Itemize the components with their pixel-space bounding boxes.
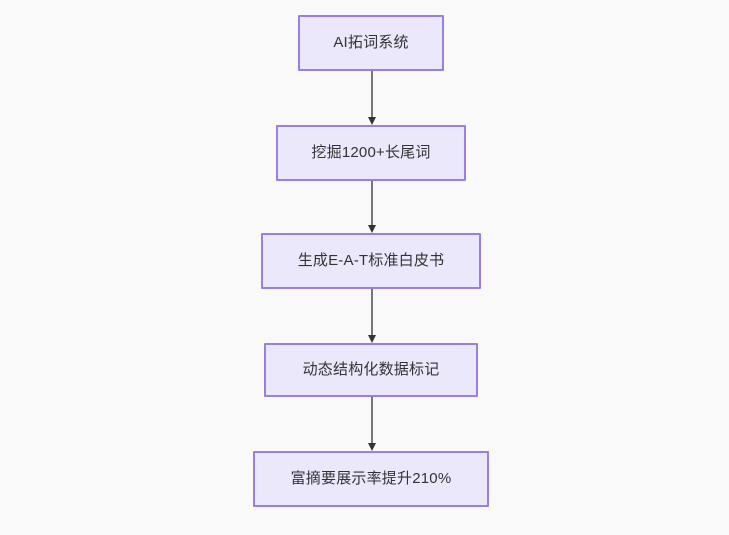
flowchart-node-generate-eat-whitepaper[interactable]: 生成E-A-T标准白皮书 bbox=[261, 233, 481, 289]
flowchart-node-rich-snippet-impression-uplift[interactable]: 富摘要展示率提升210% bbox=[253, 451, 489, 507]
flowchart-node-label: 动态结构化数据标记 bbox=[302, 361, 440, 378]
edge-line bbox=[371, 71, 373, 117]
flowchart-node-mine-longtail-keywords[interactable]: 挖掘1200+长尾词 bbox=[276, 125, 466, 181]
edge-line bbox=[371, 289, 373, 335]
edge-line bbox=[371, 397, 373, 443]
arrow-down-icon bbox=[367, 443, 376, 451]
flowchart-node-dynamic-structured-data-markup[interactable]: 动态结构化数据标记 bbox=[264, 343, 478, 397]
flowchart-node-label: AI拓词系统 bbox=[333, 34, 409, 51]
arrow-down-icon bbox=[367, 335, 376, 343]
flowchart-node-ai-keyword-system[interactable]: AI拓词系统 bbox=[298, 15, 444, 71]
arrow-down-icon bbox=[367, 225, 376, 233]
edge-line bbox=[371, 181, 373, 225]
flowchart-node-label: 挖掘1200+长尾词 bbox=[311, 144, 431, 161]
arrow-down-icon bbox=[367, 117, 376, 125]
flowchart-node-label: 生成E-A-T标准白皮书 bbox=[297, 252, 445, 269]
flowchart-node-label: 富摘要展示率提升210% bbox=[290, 470, 452, 487]
